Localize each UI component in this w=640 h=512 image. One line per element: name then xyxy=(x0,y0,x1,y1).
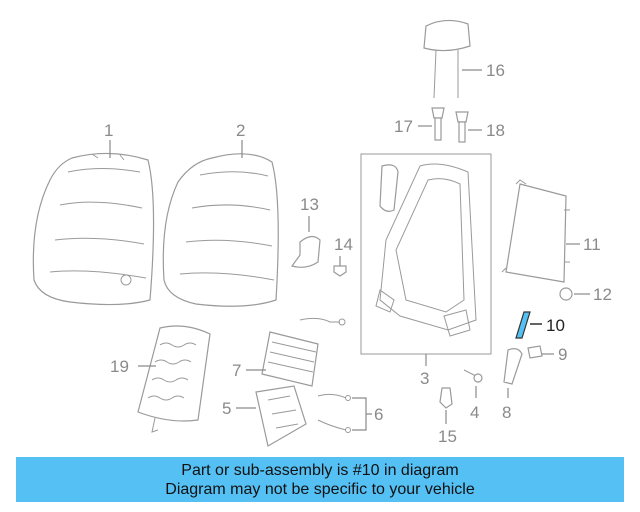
part-10-highlighted-trim: 10 xyxy=(515,311,565,339)
part-17-headrest-guide: 17 xyxy=(394,107,445,141)
part-11-back-panel: 11 xyxy=(501,179,601,283)
part-15-bracket: 15 xyxy=(438,387,457,446)
callout-9: 9 xyxy=(558,345,567,364)
callout-14: 14 xyxy=(334,235,353,254)
callout-2: 2 xyxy=(236,121,245,140)
part-12-nut: 12 xyxy=(559,285,612,304)
callout-11: 11 xyxy=(583,235,601,254)
callout-6: 6 xyxy=(374,405,383,424)
callout-1: 1 xyxy=(104,121,113,140)
callout-19: 19 xyxy=(110,357,129,376)
part-18-headrest-guide: 18 xyxy=(455,111,505,143)
callout-7: 7 xyxy=(232,361,241,380)
part-4-bolt: 4 xyxy=(463,369,483,422)
callout-8: 8 xyxy=(502,403,511,422)
part-6-cables: 6 xyxy=(317,393,383,433)
callout-10: 10 xyxy=(546,316,565,335)
callout-12: 12 xyxy=(593,285,612,304)
part-13-bracket: 13 xyxy=(291,195,321,268)
callout-15: 15 xyxy=(438,427,457,446)
callout-16: 16 xyxy=(486,61,505,80)
callout-18: 18 xyxy=(486,121,505,140)
part-14-clip: 14 xyxy=(333,235,353,277)
callout-13: 13 xyxy=(300,195,319,214)
part-1-seatback-cover: 1 xyxy=(32,121,155,306)
part-2-seatback-cover: 2 xyxy=(162,121,279,307)
info-banner: Part or sub-assembly is #10 in diagram D… xyxy=(16,457,624,502)
callout-3: 3 xyxy=(420,369,429,388)
callout-4: 4 xyxy=(470,403,479,422)
part-19-heater-pad: 19 xyxy=(110,325,211,433)
callout-17: 17 xyxy=(394,117,413,136)
part-16-headrest: 16 xyxy=(423,19,505,99)
banner-line-1: Part or sub-assembly is #10 in diagram xyxy=(181,462,459,479)
banner-line-2: Diagram may not be specific to your vehi… xyxy=(165,481,475,498)
part-8-lever: 8 xyxy=(502,348,523,422)
part-9-connector: 9 xyxy=(527,345,567,364)
part-3-seatback-frame: 3 xyxy=(360,153,492,388)
part-5-lumbar-adjuster: 5 xyxy=(222,385,307,447)
callout-5: 5 xyxy=(222,399,231,418)
part-7-lumbar-support: 7 xyxy=(232,317,346,387)
